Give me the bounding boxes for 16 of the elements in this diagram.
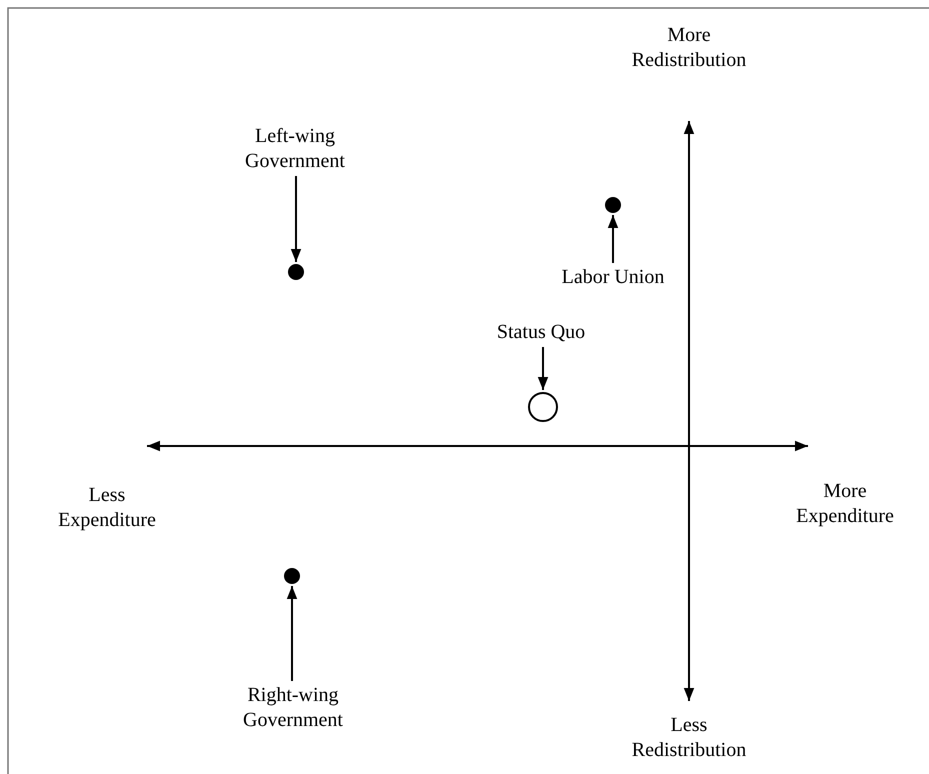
arrow bbox=[538, 347, 548, 390]
arrow bbox=[608, 215, 618, 263]
point-label: Status Quo bbox=[496, 320, 586, 345]
position-circle bbox=[528, 392, 558, 422]
axis-label: More Expenditure bbox=[795, 479, 895, 529]
point-label: Left-wing Government bbox=[244, 124, 346, 174]
axis-label: Less Redistribution bbox=[630, 713, 748, 763]
position-dot bbox=[284, 568, 300, 584]
axis-label: Less Expenditure bbox=[57, 483, 157, 533]
position-dot bbox=[605, 197, 621, 213]
position-dot bbox=[288, 264, 304, 280]
point-label: Right-wing Government bbox=[242, 683, 344, 733]
point-label: Labor Union bbox=[562, 265, 664, 290]
axis-label: More Redistribution bbox=[630, 23, 748, 73]
arrow bbox=[290, 176, 302, 262]
arrow bbox=[286, 586, 298, 681]
